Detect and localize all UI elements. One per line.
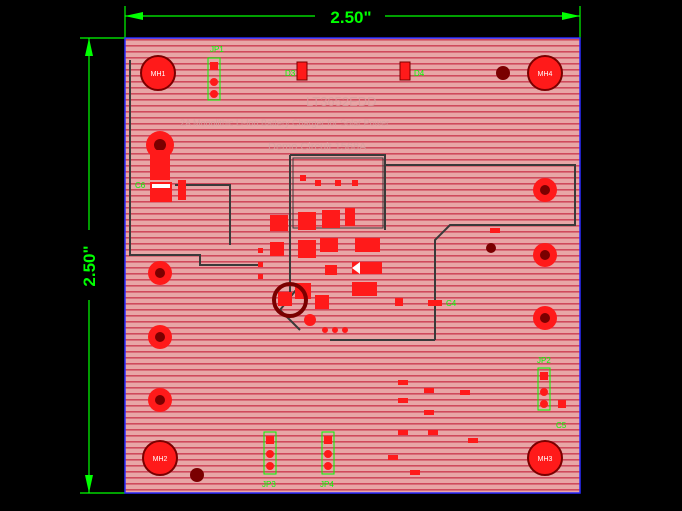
svg-text:MH4: MH4 — [538, 71, 553, 78]
jumper-jp2: JP2 — [537, 356, 551, 411]
board-circuit-name: Demo Circuit 1568A — [268, 141, 367, 153]
ic-cluster — [272, 282, 348, 333]
svg-text:JP2: JP2 — [537, 356, 551, 365]
mounting-hole-mh2: MH2 — [142, 440, 178, 476]
svg-text:JP1: JP1 — [210, 45, 224, 54]
mounting-hole-mh1: MH1 — [140, 55, 176, 91]
jumper-jp3: JP3 — [262, 431, 277, 489]
board-part-number: LT3652EDD — [306, 94, 377, 109]
small-components: C4 C5 C6 — [135, 181, 567, 475]
led-d4: D4 — [399, 61, 425, 81]
height-dimension-label: 2.50" — [80, 245, 99, 286]
height-dimension: 2.50" — [80, 37, 125, 494]
svg-text:D4: D4 — [414, 69, 425, 78]
terminal-pads — [148, 178, 557, 412]
mounting-hole-mh4: MH4 — [527, 55, 563, 91]
width-dimension: 2.50" — [124, 6, 581, 40]
svg-text:JP3: JP3 — [262, 480, 276, 489]
fiducial — [190, 468, 204, 482]
svg-text:C6: C6 — [135, 181, 146, 190]
led-d3: D3 — [285, 61, 308, 81]
inductor-area — [258, 157, 442, 309]
svg-text:D3: D3 — [285, 69, 296, 78]
width-dimension-label: 2.50" — [330, 8, 371, 27]
svg-text:MH1: MH1 — [151, 71, 166, 78]
svg-text:C5: C5 — [556, 421, 567, 430]
fiducial — [496, 66, 510, 80]
jumper-jp1: JP1 — [207, 45, 224, 101]
svg-text:MH3: MH3 — [538, 456, 553, 463]
svg-text:JP4: JP4 — [320, 480, 334, 489]
svg-text:MH2: MH2 — [153, 456, 168, 463]
copper-traces — [129, 60, 576, 341]
svg-text:C4: C4 — [446, 299, 457, 308]
jumper-jp4: JP4 — [320, 431, 335, 489]
mounting-hole-mh3: MH3 — [527, 440, 563, 476]
input-connector — [146, 131, 186, 202]
board-subtitle: 2A Monolithic Li-Ion Battery Charger for… — [180, 118, 389, 128]
